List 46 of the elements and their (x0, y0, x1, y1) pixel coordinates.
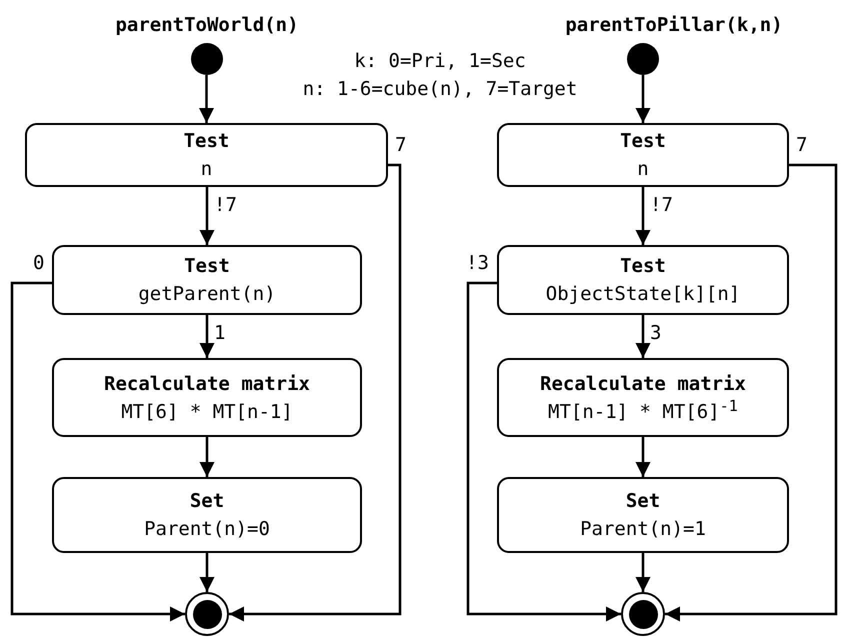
column-heading: parentToWorld(n) (115, 14, 299, 36)
action-heading: Test (620, 254, 666, 279)
action-heading: Set (626, 489, 660, 514)
arrow (200, 187, 214, 245)
arrow (636, 75, 650, 123)
arrow (229, 164, 402, 622)
action-box (497, 477, 789, 553)
action-heading: Test (184, 254, 230, 279)
action-box (497, 245, 789, 315)
final-node (185, 592, 229, 636)
initial-node (191, 43, 223, 75)
action-text: MT[6] * MT[n-1] (121, 400, 293, 424)
arrow (636, 187, 650, 245)
note-text: k: 0=Pri, 1=Sec (354, 50, 526, 72)
action-text: Parent(n)=0 (144, 517, 270, 542)
initial-node (627, 43, 659, 75)
action-box (25, 123, 388, 187)
final-node (621, 592, 665, 636)
action-text: n (200, 157, 212, 182)
action-box (52, 358, 362, 437)
action-heading: Test (620, 129, 666, 154)
action-box (497, 358, 789, 437)
action-heading: Test (184, 129, 230, 154)
arrow (665, 164, 838, 622)
action-text: getParent(n) (138, 282, 276, 307)
action-box (52, 245, 362, 315)
action-box (497, 123, 789, 187)
arrow (466, 282, 621, 622)
arrow (636, 315, 650, 358)
column-heading: parentToPillar(k,n) (565, 14, 783, 36)
note-text: n: 1-6=cube(n), 7=Target (302, 78, 578, 100)
action-text: ObjectState[k][n] (546, 282, 740, 307)
arrow (10, 282, 185, 622)
action-text: Parent(n)=1 (580, 517, 706, 542)
action-text: MT[n-1] * MT[6]$^{-1}$ (548, 398, 738, 424)
arrow (636, 553, 650, 592)
action-heading: Set (190, 489, 224, 514)
action-heading: Recalculate matrix (540, 372, 746, 396)
action-box (52, 477, 362, 553)
arrow (200, 553, 214, 592)
arrow (636, 437, 650, 477)
action-text: n (637, 157, 649, 182)
arrow (199, 75, 214, 123)
action-heading: Recalculate matrix (104, 372, 310, 396)
arrow (200, 437, 214, 477)
arrow (200, 315, 214, 358)
